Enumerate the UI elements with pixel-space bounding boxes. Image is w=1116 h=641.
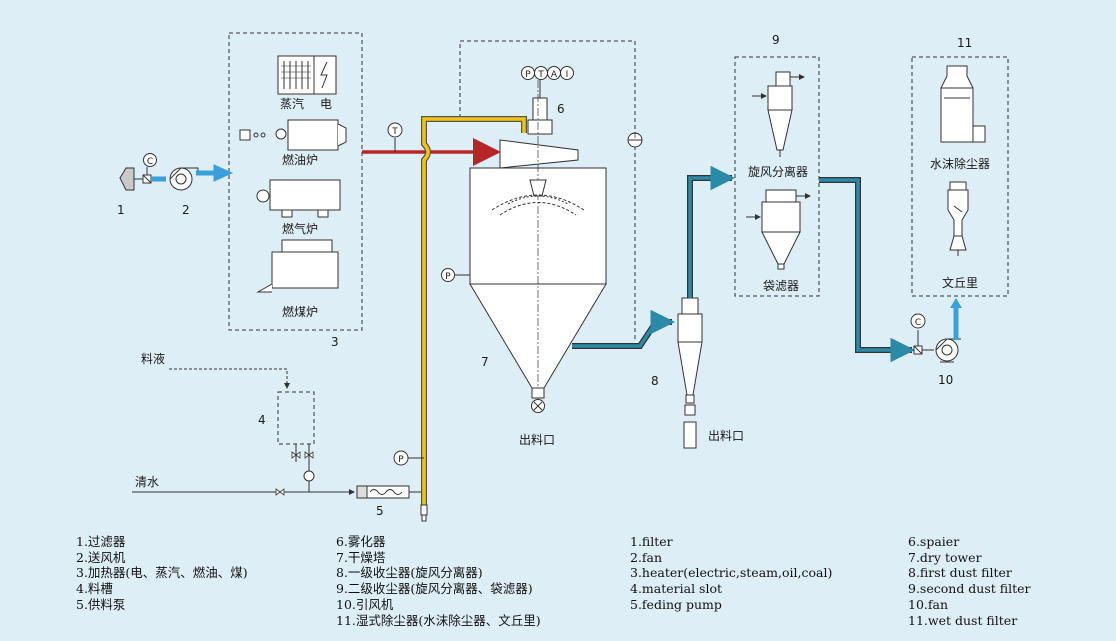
heater-group-box bbox=[228, 32, 363, 331]
steam-heater-icon bbox=[277, 55, 315, 95]
legend-item: 2.fan bbox=[630, 549, 663, 565]
coal-furnace-label: 燃煤炉 bbox=[282, 304, 318, 319]
number-5: 5 bbox=[376, 504, 384, 518]
instrument-t-inlet: T bbox=[387, 122, 403, 138]
induced-fan bbox=[913, 330, 961, 363]
exhaust-line-3 bbox=[819, 177, 912, 353]
number-3: 3 bbox=[331, 335, 339, 349]
number-1: 1 bbox=[117, 203, 125, 217]
legend-item: 3.heater(electric,steam,oil,coal) bbox=[630, 565, 833, 581]
air-distributor bbox=[499, 139, 579, 169]
electric-heater-icon bbox=[313, 55, 337, 95]
legend-item: 10.引风机 bbox=[336, 596, 394, 612]
steam-label: 蒸汽 bbox=[280, 96, 304, 111]
svg-text:P: P bbox=[398, 455, 404, 465]
legend-item: 4.material slot bbox=[630, 581, 723, 597]
cyclone-outlet-label: 出料口 bbox=[708, 429, 744, 443]
legend-item: 1.过滤器 bbox=[76, 534, 126, 549]
legend-item: 11.湿式除尘器(水沫除尘器、文丘里) bbox=[336, 612, 541, 628]
feed-line-end bbox=[420, 504, 428, 522]
legend-item: 6.雾化器 bbox=[336, 534, 386, 549]
fan-outlet-arrow bbox=[196, 164, 234, 182]
bag-filter bbox=[746, 189, 811, 270]
exhaust-line-2 bbox=[687, 175, 732, 298]
legend-item: 11.wet dust filter bbox=[908, 612, 1018, 628]
filter-unit bbox=[119, 167, 152, 191]
svg-text:T: T bbox=[537, 70, 544, 80]
instrument-cluster: P T A I bbox=[521, 66, 574, 80]
feed-liquid-label: 料液 bbox=[141, 351, 165, 366]
number-7: 7 bbox=[481, 355, 489, 369]
legend-item: 8.first dust filter bbox=[908, 565, 1012, 581]
gas-furnace-label: 燃气炉 bbox=[282, 221, 318, 236]
feed-pump bbox=[356, 485, 410, 499]
number-8: 8 bbox=[651, 374, 659, 388]
first-cyclone bbox=[677, 297, 703, 449]
svg-text:I: I bbox=[566, 70, 569, 80]
number-11: 11 bbox=[957, 36, 972, 50]
legend-item: 9.二级收尘器(旋风分离器、袋滤器) bbox=[336, 581, 533, 597]
number-4: 4 bbox=[258, 413, 266, 427]
supply-fan bbox=[169, 167, 199, 191]
electric-label: 电 bbox=[320, 97, 332, 111]
water-valve bbox=[275, 488, 285, 496]
svg-text:T: T bbox=[391, 127, 398, 137]
svg-text:C: C bbox=[915, 318, 921, 328]
tower-outlet-label: 出料口 bbox=[519, 433, 555, 447]
legend-item: 10.fan bbox=[908, 596, 949, 612]
tank-valves bbox=[291, 444, 315, 492]
instrument-t-outlet: T bbox=[627, 132, 643, 148]
water-film-label: 水沫除尘器 bbox=[930, 156, 990, 171]
legend-item: 8.一级收尘器(旋风分离器) bbox=[336, 565, 483, 581]
exhaust-line-1 bbox=[572, 319, 672, 349]
legend-cn-left: 1.过滤器 2.送风机 3.加热器(电、蒸汽、燃油、煤) 4.料槽 5.供料泵 bbox=[76, 534, 248, 613]
legend-item: 7.dry tower bbox=[908, 549, 982, 565]
legend-en-left: 1.filter 2.fan 3.heater(electric,steam,o… bbox=[630, 534, 832, 613]
svg-text:A: A bbox=[551, 70, 558, 80]
number-10: 10 bbox=[938, 373, 953, 387]
number-9: 9 bbox=[772, 33, 780, 47]
instrument-p-feed: P bbox=[393, 450, 409, 466]
number-6: 6 bbox=[557, 102, 565, 116]
svg-text:C: C bbox=[147, 157, 153, 167]
second-filter-group-box bbox=[734, 56, 820, 297]
legend-item: 5.feding pump bbox=[630, 596, 722, 612]
svg-text:T: T bbox=[632, 132, 638, 140]
instrument-c-10: C bbox=[910, 313, 926, 329]
oil-furnace-label: 燃油炉 bbox=[282, 152, 318, 167]
material-tank bbox=[277, 391, 315, 445]
water-film-scrubber bbox=[940, 65, 986, 143]
clear-water-label: 清水 bbox=[135, 475, 159, 489]
number-2: 2 bbox=[182, 203, 190, 217]
svg-text:P: P bbox=[525, 70, 531, 80]
legend-en-right: 6.spaier 7.dry tower 8.first dust filter… bbox=[908, 534, 1031, 628]
instrument-c-1: C bbox=[143, 153, 157, 167]
dryer-tower bbox=[469, 80, 607, 413]
legend-item: 1.filter bbox=[630, 534, 673, 549]
legend-item: 2.送风机 bbox=[76, 549, 126, 565]
legend-cn-right: 6.雾化器 7.干燥塔 8.一级收尘器(旋风分离器) 9.二级收尘器(旋风分离器… bbox=[336, 534, 541, 628]
legend-item: 3.加热器(电、蒸汽、燃油、煤) bbox=[76, 565, 248, 581]
legend-item: 9.second dust filter bbox=[908, 581, 1031, 597]
instrument-p-tower: P bbox=[441, 268, 455, 282]
coal-furnace-icon bbox=[256, 239, 339, 293]
feed-liquid-line bbox=[169, 368, 290, 389]
legend-item: 6.spaier bbox=[908, 534, 960, 549]
legend-item: 5.供料泵 bbox=[76, 596, 126, 612]
venturi bbox=[947, 181, 969, 256]
gas-furnace-icon bbox=[256, 179, 341, 218]
tower-group-box bbox=[459, 40, 636, 340]
atomizer bbox=[527, 77, 553, 135]
legend-item: 4.料槽 bbox=[76, 581, 113, 597]
second-cyclone bbox=[752, 71, 805, 157]
legend-item: 7.干燥塔 bbox=[336, 549, 386, 565]
bag-filter-label: 袋滤器 bbox=[763, 279, 799, 293]
svg-text:P: P bbox=[445, 272, 451, 282]
oil-furnace-icon bbox=[239, 119, 347, 151]
venturi-label: 文丘里 bbox=[942, 275, 978, 290]
cyclone-separator-label: 旋风分离器 bbox=[748, 164, 808, 179]
